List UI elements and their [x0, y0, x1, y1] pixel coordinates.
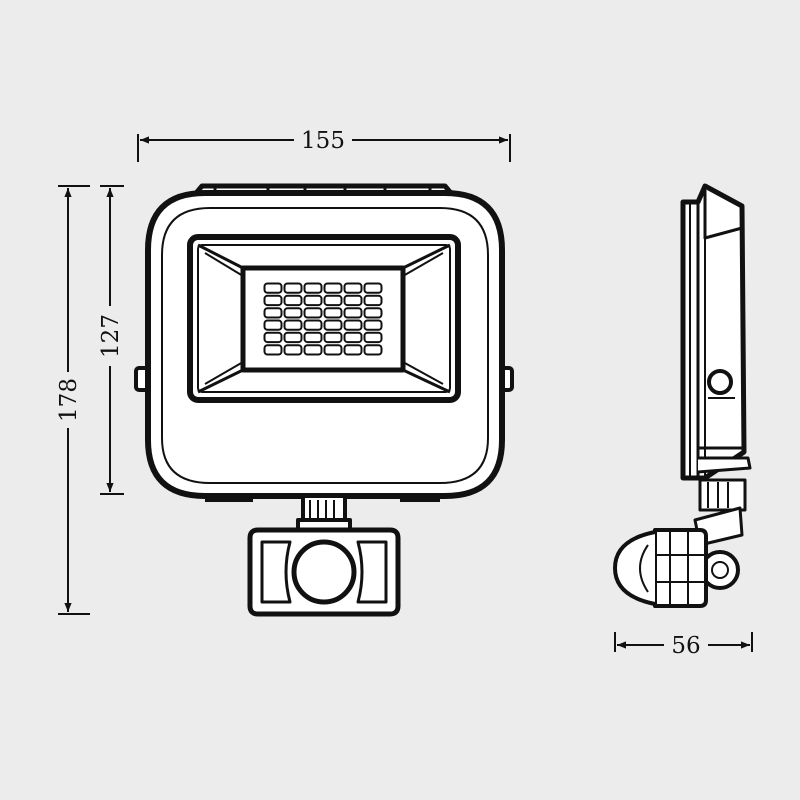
led-chip — [363, 331, 383, 344]
housing-inner — [161, 207, 489, 484]
led-chip — [363, 294, 383, 307]
led-chip — [343, 282, 363, 294]
led-chip — [363, 307, 383, 319]
led-chip — [283, 307, 303, 319]
led-chip — [283, 319, 303, 331]
led-chip — [263, 282, 283, 294]
dim-total-height-label: 178 — [56, 378, 82, 422]
led-chip — [323, 319, 343, 331]
led-chip — [343, 294, 363, 307]
led-chip — [263, 344, 283, 356]
led-chip — [303, 294, 323, 307]
side-view — [613, 183, 752, 608]
led-chip — [263, 294, 283, 307]
led-chip — [343, 319, 363, 331]
front-view — [134, 183, 514, 617]
led-chip — [343, 344, 363, 356]
led-chip — [283, 282, 303, 294]
led-chip — [323, 307, 343, 319]
led-chip — [363, 344, 383, 356]
led-chip — [303, 344, 323, 356]
led-chip — [323, 344, 343, 356]
dim-depth-label: 56 — [671, 633, 700, 659]
led-chip — [283, 294, 303, 307]
side-mount-knob — [707, 369, 733, 395]
led-chip — [303, 282, 323, 294]
led-chip — [323, 331, 343, 344]
side-sensor-body — [653, 528, 708, 608]
led-chip — [283, 331, 303, 344]
led-chip — [363, 282, 383, 294]
led-chip — [303, 331, 323, 344]
dimension-lines — [58, 134, 753, 652]
sensor-lens — [291, 539, 357, 605]
led-chip — [283, 344, 303, 356]
led-chip — [343, 307, 363, 319]
led-chip — [343, 331, 363, 344]
led-chip — [303, 319, 323, 331]
led-chip — [323, 294, 343, 307]
led-chip — [303, 307, 323, 319]
led-chip — [263, 319, 283, 331]
led-grid — [263, 282, 383, 356]
led-chip — [323, 282, 343, 294]
led-chip — [263, 331, 283, 344]
dim-width-label: 155 — [301, 128, 345, 154]
dim-body-height-label: 127 — [98, 314, 124, 358]
led-chip — [263, 307, 283, 319]
led-chip — [363, 319, 383, 331]
